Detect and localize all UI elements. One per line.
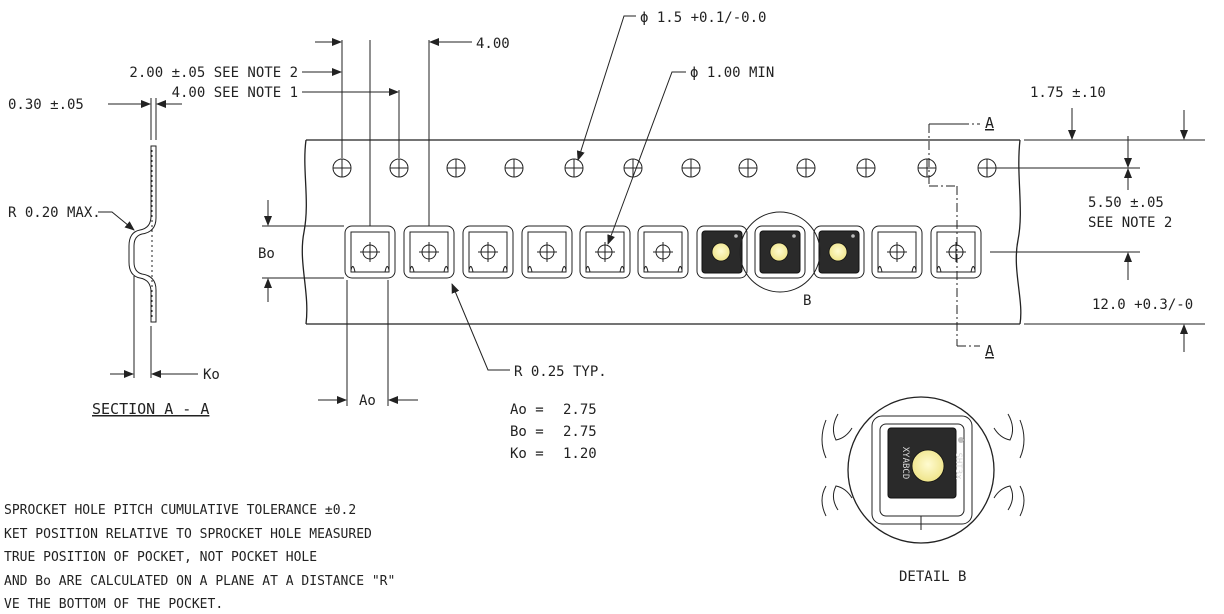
notes: SPROCKET HOLE PITCH CUMULATIVE TOLERANCE… xyxy=(4,503,395,612)
section-title: SECTION A - A xyxy=(92,400,209,418)
sprocket-hole xyxy=(564,158,584,178)
sensor-window xyxy=(911,449,945,483)
sprocket-pitch-label: 4.00 xyxy=(476,36,510,52)
sprocket-holes xyxy=(332,158,997,178)
sprocket-hole xyxy=(389,158,409,178)
bo-value-label: Bo = xyxy=(510,424,544,440)
sprocket-hole xyxy=(917,158,937,178)
note-4: AND Bo ARE CALCULATED ON A PLANE AT A DI… xyxy=(4,574,395,589)
note-3: TRUE POSITION OF POCKET, NOT POCKET HOLE xyxy=(4,550,317,565)
ao-value: 2.75 xyxy=(563,402,597,418)
pin1-marker-icon xyxy=(958,437,964,443)
note-1: SPROCKET HOLE PITCH CUMULATIVE TOLERANCE… xyxy=(4,503,356,518)
pocket xyxy=(521,225,573,279)
sprocket-hole xyxy=(977,158,997,178)
tape-thickness-label: 0.30 ±.05 xyxy=(8,97,84,113)
carrier-tape xyxy=(301,139,1022,325)
detail-b-marker: B xyxy=(803,293,811,309)
sprocket-hole xyxy=(856,158,876,178)
pocket xyxy=(344,225,396,279)
sprocket-hole xyxy=(738,158,758,178)
pocket-hole-diameter-label: ϕ 1.00 MIN xyxy=(690,65,774,81)
pocket xyxy=(930,225,982,279)
corner-radius-label: R 0.20 MAX. xyxy=(8,205,101,221)
note-5: VE THE BOTTOM OF THE POCKET. xyxy=(4,597,223,612)
pocket xyxy=(579,225,631,279)
pocket-with-chip xyxy=(813,225,865,279)
pocket xyxy=(637,225,689,279)
sprocket-diameter-label: ϕ 1.5 +0.1/-0.0 xyxy=(640,10,766,26)
pocket-radius-label: R 0.25 TYP. xyxy=(514,364,607,380)
pocket-with-chip xyxy=(696,225,748,279)
sprocket-hole xyxy=(681,158,701,178)
section-marker-top: A xyxy=(985,114,994,132)
sprocket-to-pocket-label: 5.50 ±.05 xyxy=(1088,195,1164,211)
detail-title: DETAIL B xyxy=(899,569,966,585)
pockets xyxy=(344,225,982,279)
ao-value-label: Ao = xyxy=(510,402,544,418)
ko-value: 1.20 xyxy=(563,446,597,462)
sprocket-hole xyxy=(332,158,352,178)
chip-marking-right: SHT3x xyxy=(953,452,963,480)
note-2: KET POSITION RELATIVE TO SPROCKET HOLE M… xyxy=(4,527,372,542)
sprocket-hole xyxy=(796,158,816,178)
chip-marking-left: XYABCD xyxy=(900,447,910,480)
edge-to-sprocket-label: 1.75 ±.10 xyxy=(1030,85,1106,101)
sprocket-hole xyxy=(623,158,643,178)
ao-label: Ao xyxy=(359,393,376,409)
ko-value-label: Ko = xyxy=(510,446,544,462)
hole-to-pocket-label: 2.00 ±.05 SEE NOTE 2 xyxy=(129,65,298,81)
sprocket-hole xyxy=(446,158,466,178)
pocket-values: Ao = 2.75 Bo = 2.75 Ko = 1.20 xyxy=(510,402,597,462)
sprocket-hole xyxy=(504,158,524,178)
bo-label: Bo xyxy=(258,246,275,262)
pocket xyxy=(462,225,514,279)
pocket xyxy=(403,225,455,279)
section-marker-bottom: A xyxy=(985,342,994,360)
bo-value: 2.75 xyxy=(563,424,597,440)
ko-label: Ko xyxy=(203,367,220,383)
tape-width-label: 12.0 +0.3/-0 xyxy=(1092,297,1193,313)
detail-b-view: XYABCD SHT3x xyxy=(821,396,1025,544)
pocket xyxy=(871,225,923,279)
pocket-with-chip xyxy=(754,225,806,279)
section-cut-line xyxy=(928,123,980,347)
sprocket-to-pocket-note: SEE NOTE 2 xyxy=(1088,215,1172,231)
pocket-pitch-label: 4.00 SEE NOTE 1 xyxy=(172,85,298,101)
detail-b-callout-circle xyxy=(739,211,821,293)
section-a-a-profile xyxy=(128,145,157,323)
